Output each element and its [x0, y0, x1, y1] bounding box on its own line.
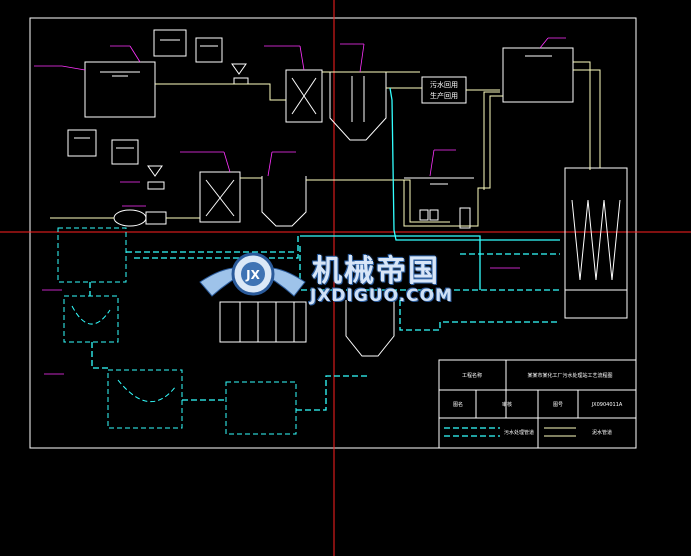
pump-set — [113, 209, 167, 227]
title-block-project-label: 工程名称 — [462, 372, 482, 379]
water-pipes — [50, 61, 601, 227]
middle-tank-right — [404, 177, 474, 185]
mixer-tank-upper — [285, 69, 323, 123]
dosing-tank-1 — [153, 29, 187, 57]
watermark-subtitle: JXDIGUO.COM — [310, 286, 454, 306]
reactor-middle — [261, 176, 307, 227]
sand-filter-tower — [564, 167, 628, 319]
annotation-callouts — [34, 37, 566, 375]
sludge-tank-3 — [107, 369, 183, 429]
sludge-tank-2 — [63, 295, 119, 343]
equalization-tank — [84, 61, 156, 118]
funnel-middle — [147, 165, 165, 190]
filter-press — [219, 301, 307, 343]
legend-water-pipe — [444, 427, 500, 437]
sludge-thickener — [345, 300, 395, 357]
dosing-tank-2 — [195, 37, 223, 63]
cyan-main-pipe — [300, 87, 560, 290]
sludge-tank-1 — [57, 227, 127, 283]
sedimentation-tank-upper — [329, 72, 387, 141]
reuse-text-1: 污水回用 — [430, 80, 458, 89]
title-block-number: JX0904011A — [591, 402, 623, 408]
funnel-upper — [231, 63, 249, 85]
clean-water-tank — [502, 47, 574, 103]
reuse-text-2: 生产回用 — [430, 91, 458, 100]
watermark-emblem: JX — [199, 252, 306, 297]
title-block-drawing-label: 图名 — [453, 401, 463, 408]
sludge-pipes — [89, 236, 560, 411]
legend-sludge-pipe — [544, 427, 576, 437]
filter-units — [419, 207, 471, 229]
legend-water-pipe-label: 污水处理管道 — [504, 429, 534, 436]
drawing-frame — [29, 17, 637, 449]
watermark: 机械帝国 JXDIGUO.COM — [200, 246, 500, 312]
title-block-number-label: 图号 — [553, 402, 563, 408]
watermark-title: 机械帝国 — [312, 254, 440, 289]
title-block — [438, 359, 637, 449]
dosing-tank-3 — [67, 129, 97, 157]
title-block-review: 审核 — [502, 401, 512, 408]
mixer-tank-middle — [199, 171, 241, 223]
sludge-tank-4 — [225, 381, 297, 435]
legend-sludge-pipe-label: 泥水管道 — [592, 429, 612, 436]
dosing-tank-4 — [111, 139, 139, 165]
watermark-logo-letters: JX — [245, 268, 260, 282]
title-block-project-name: 某某市某化工厂污水处理站工艺流程图 — [527, 372, 612, 379]
